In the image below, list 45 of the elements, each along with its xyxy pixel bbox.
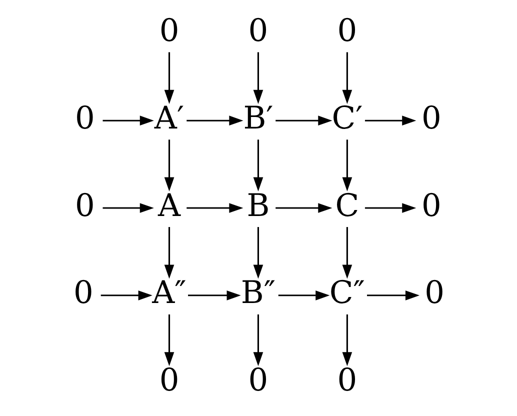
node-text: B [246, 188, 270, 224]
node-text: A′ [154, 100, 184, 136]
arrow [164, 52, 174, 104]
arrow [278, 290, 330, 300]
arrow [164, 227, 174, 279]
node-text: B″ [240, 275, 276, 312]
node-text: 0 [72, 275, 93, 312]
arrow [100, 290, 152, 300]
node-text: 0 [248, 362, 268, 399]
arrow [252, 140, 263, 192]
arrow [275, 116, 332, 126]
node-text: 0 [424, 275, 444, 312]
node-text: 0 [74, 100, 94, 136]
node-text: 0 [336, 12, 357, 49]
arrow [164, 314, 174, 366]
node-text: 0 [421, 188, 441, 224]
arrow [342, 227, 352, 279]
arrow [342, 52, 352, 104]
node-text: 0 [248, 12, 268, 49]
arrow [188, 290, 240, 300]
node-text: 0 [336, 362, 357, 399]
arrow [366, 290, 420, 300]
node-text: C′ [331, 100, 362, 136]
arrow [342, 314, 352, 366]
arrow [364, 116, 416, 126]
node-text: 0 [158, 12, 179, 49]
arrow [164, 140, 174, 192]
arrow [342, 140, 352, 192]
node-text: A″ [152, 275, 186, 312]
arrow [252, 52, 263, 104]
arrow [186, 116, 243, 126]
arrow [102, 116, 154, 126]
node-text: 0 [421, 100, 441, 136]
node-text: 0 [158, 362, 179, 399]
node-text: A [157, 188, 180, 224]
arrow [252, 227, 263, 279]
arrow [186, 203, 243, 213]
node-text: C [334, 188, 359, 224]
node-text: 0 [74, 188, 94, 224]
arrow [102, 203, 154, 213]
arrow [275, 203, 332, 213]
arrow [364, 203, 416, 213]
node-text: C″ [328, 275, 364, 312]
arrow [252, 314, 263, 366]
node-text: B′ [242, 100, 273, 136]
